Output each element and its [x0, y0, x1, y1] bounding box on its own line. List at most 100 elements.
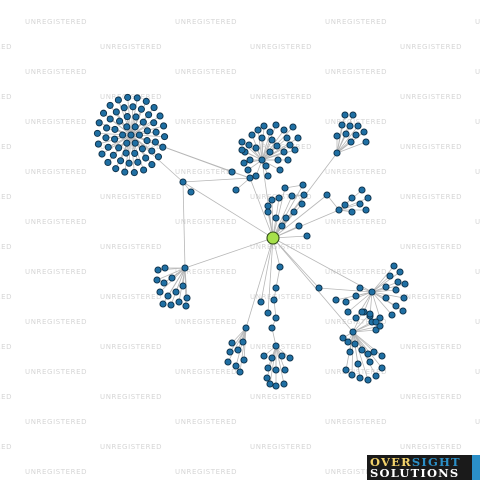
entity-node — [303, 232, 311, 240]
entity-node — [258, 134, 266, 142]
entity-node — [99, 109, 108, 117]
entity-node — [159, 300, 167, 308]
entity-node — [248, 131, 256, 139]
entity-node — [358, 308, 366, 316]
watermark-text: UNREGISTERED — [475, 118, 480, 126]
entity-node — [240, 356, 248, 364]
watermark-text: UNREGISTERED — [175, 468, 237, 476]
entity-node — [275, 194, 283, 202]
entity-node — [270, 296, 278, 304]
entity-node — [156, 288, 164, 296]
network-edge — [130, 134, 139, 163]
network-edge — [352, 331, 383, 369]
entity-node — [167, 301, 175, 309]
entity-node — [160, 122, 168, 130]
entity-node — [111, 135, 119, 143]
network-edge — [272, 237, 373, 293]
watermark-text: UNREGISTERED — [175, 18, 237, 26]
entity-node — [137, 105, 145, 113]
entity-node — [400, 294, 408, 302]
entity-node — [342, 366, 350, 374]
watermark-text: UNREGISTERED — [175, 268, 237, 276]
network-edge — [272, 187, 286, 239]
entity-node — [356, 374, 364, 382]
watermark-text: UNREGISTERED — [400, 293, 462, 301]
entity-node — [266, 380, 274, 388]
entity-node — [264, 172, 272, 180]
entity-node — [234, 346, 242, 354]
entity-node — [150, 104, 158, 112]
entity-node — [348, 371, 356, 379]
watermark-text: UNREGISTERED — [400, 243, 462, 251]
watermark-text: UNREGISTERED — [475, 418, 480, 426]
entity-node — [364, 376, 372, 384]
entity-node — [272, 382, 280, 390]
entity-node — [344, 308, 352, 316]
logo-accent-bar — [472, 455, 480, 480]
network-edge — [123, 107, 132, 136]
entity-node — [272, 342, 280, 350]
watermark-text: UNREGISTERED — [400, 343, 462, 351]
entity-node — [335, 206, 343, 214]
network-edge — [275, 266, 281, 289]
watermark-text: UNREGISTERED — [475, 368, 480, 376]
entity-node — [131, 139, 139, 147]
network-edge — [352, 329, 377, 333]
entity-node — [272, 366, 280, 374]
watermark-text: UNREGISTERED — [0, 93, 12, 101]
watermark-text: UNREGISTERED — [25, 218, 87, 226]
watermark-text: UNREGISTERED — [0, 143, 12, 151]
entity-node — [349, 328, 357, 336]
network-edge — [239, 327, 247, 373]
entity-node — [179, 178, 187, 186]
entity-node — [347, 138, 355, 146]
entity-node — [358, 346, 366, 354]
network-edge — [272, 194, 328, 239]
entity-node — [124, 93, 132, 101]
entity-node — [252, 172, 260, 180]
watermark-text: UNREGISTERED — [325, 468, 387, 476]
entity-node — [236, 368, 244, 376]
network-edge — [371, 291, 381, 319]
watermark-text: UNREGISTERED — [475, 168, 480, 176]
watermark-text: UNREGISTERED — [325, 368, 387, 376]
entity-node — [378, 364, 386, 372]
watermark-text: UNREGISTERED — [400, 43, 462, 51]
watermark-text: UNREGISTERED — [175, 418, 237, 426]
network-edge — [352, 331, 375, 353]
focus-entity-node — [266, 231, 280, 245]
entity-node — [341, 111, 349, 119]
entity-node — [352, 131, 360, 139]
network-edge — [371, 271, 401, 293]
entity-node — [342, 130, 350, 138]
watermark-layer: UNREGISTERED UNREGISTERED UNREGISTERED UNRE… — [0, 18, 480, 476]
watermark-text: UNREGISTERED — [175, 68, 237, 76]
entity-node — [142, 154, 150, 162]
entity-node — [372, 318, 380, 326]
entity-node — [246, 174, 254, 182]
network-edge — [261, 137, 288, 161]
watermark-text: UNREGISTERED — [25, 68, 87, 76]
watermark-text: UNREGISTERED — [25, 18, 87, 26]
entity-node — [119, 131, 127, 139]
network-edge — [261, 144, 291, 161]
watermark-text: UNREGISTERED — [400, 143, 462, 151]
entity-node — [282, 214, 290, 222]
entity-node — [168, 274, 176, 282]
entity-node — [281, 184, 289, 192]
entity-node — [238, 146, 246, 154]
entity-node — [272, 314, 280, 322]
watermark-text: UNREGISTERED — [475, 318, 480, 326]
network-edge — [352, 331, 369, 381]
entity-node — [372, 372, 380, 380]
entity-node — [242, 324, 250, 332]
network-edge — [371, 275, 391, 293]
entity-node — [268, 136, 276, 144]
entity-node — [388, 311, 396, 319]
entity-node — [240, 159, 248, 167]
watermark-text: UNREGISTERED — [400, 443, 462, 451]
watermark-text: UNREGISTERED — [100, 143, 162, 151]
watermark-text: UNREGISTERED — [250, 93, 312, 101]
watermark-text: UNREGISTERED — [0, 193, 12, 201]
